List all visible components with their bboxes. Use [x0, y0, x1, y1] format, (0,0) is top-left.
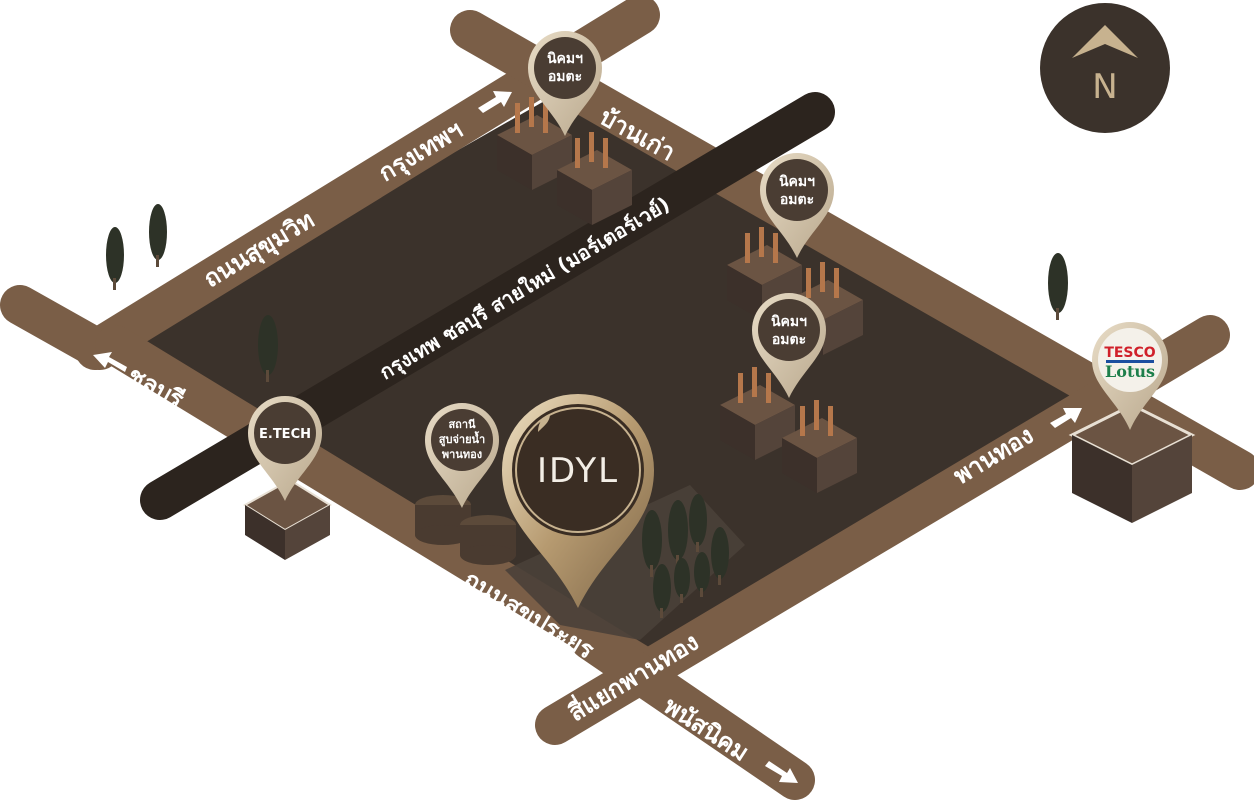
arrow-to-chonburi: [93, 352, 127, 372]
pin-amata-mid[interactable]: นิคมฯ อมตะ: [752, 293, 826, 398]
arrow-to-phan-thong: [1050, 408, 1082, 428]
road-phan-thong: [535, 315, 1230, 745]
pin-water-line2: สูบจ่ายน้ำ: [439, 431, 485, 447]
pin-amata-top[interactable]: นิคมฯ อมตะ: [528, 31, 602, 136]
pin-water-line1: สถานี: [448, 418, 476, 431]
tesco-logo-stripes: [1106, 360, 1154, 363]
road-phanat-nikhom: [570, 620, 815, 800]
tree-group-left: [106, 204, 1068, 382]
pin-etech[interactable]: E.TECH: [247, 395, 323, 501]
pin-amata-top-line1: นิคมฯ: [547, 51, 583, 67]
pin-amata-right-line1: นิคมฯ: [779, 174, 815, 190]
tree: [1048, 253, 1068, 313]
tesco-logo-bottom: Lotus: [1105, 362, 1155, 381]
pin-tesco-lotus[interactable]: TESCO Lotus: [1092, 322, 1168, 430]
factory-cluster-mid: [720, 367, 857, 493]
pin-water-line3: พานทอง: [442, 448, 482, 461]
tesco-building: [1068, 403, 1196, 523]
north-arrow-icon: [1072, 25, 1138, 58]
pin-amata-mid-line1: นิคมฯ: [771, 314, 807, 330]
road-sukhumvit-extension: [0, 285, 120, 370]
pin-amata-right[interactable]: นิคมฯ อมตะ: [760, 153, 834, 258]
tesco-logo-top: TESCO: [1104, 345, 1155, 361]
idyl-leaf-icon: [538, 414, 550, 432]
pin-water-station[interactable]: สถานี สูบจ่ายน้ำ พานทอง: [425, 403, 499, 508]
pin-etech-label: E.TECH: [259, 427, 311, 442]
pin-amata-top-line2: อมตะ: [548, 69, 582, 85]
arrow-to-bangkok: [478, 91, 512, 113]
etech-building: [243, 478, 332, 560]
pin-amata-right-line2: อมตะ: [780, 192, 814, 208]
pin-idyl-project[interactable]: IDYL: [501, 393, 654, 608]
tree-group-project: [642, 494, 729, 618]
district-ground: [115, 95, 1080, 665]
pin-amata-mid-line2: อมตะ: [772, 332, 806, 348]
factory-cluster-top: [497, 97, 632, 225]
tree: [106, 227, 124, 283]
tree: [258, 315, 278, 375]
compass: N: [1040, 3, 1170, 133]
idyl-logo: IDYL: [537, 451, 619, 491]
water-tanks: [415, 495, 516, 565]
compass-label: N: [1092, 67, 1117, 107]
tree: [149, 204, 167, 260]
arrow-to-phanat-nikhom: [765, 761, 798, 783]
